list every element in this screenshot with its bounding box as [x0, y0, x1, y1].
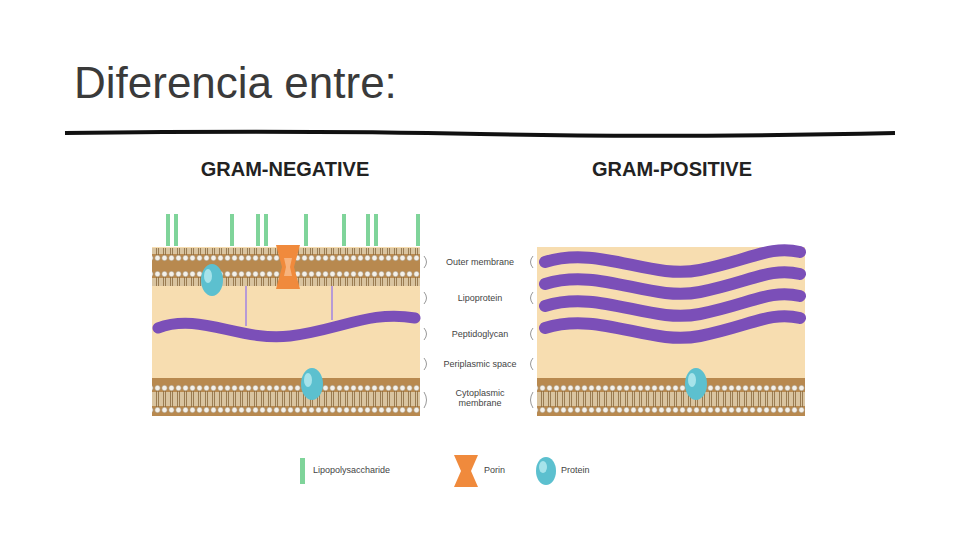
part-label: Peptidoglycan: [432, 329, 528, 339]
part-label: Outer membrane: [432, 257, 528, 267]
part-label: Periplasmic space: [432, 359, 528, 369]
legend-text: Protein: [561, 465, 590, 475]
column-heading: GRAM-POSITIVE: [537, 158, 807, 181]
part-label: Cytoplasmic membrane: [432, 388, 528, 408]
slide-title: Diferencia entre:: [74, 58, 397, 108]
legend-text: Lipopolysaccharide: [313, 465, 390, 475]
part-label: Lipoprotein: [432, 293, 528, 303]
legend-text: Porin: [484, 465, 505, 475]
column-heading: GRAM-NEGATIVE: [150, 158, 420, 181]
